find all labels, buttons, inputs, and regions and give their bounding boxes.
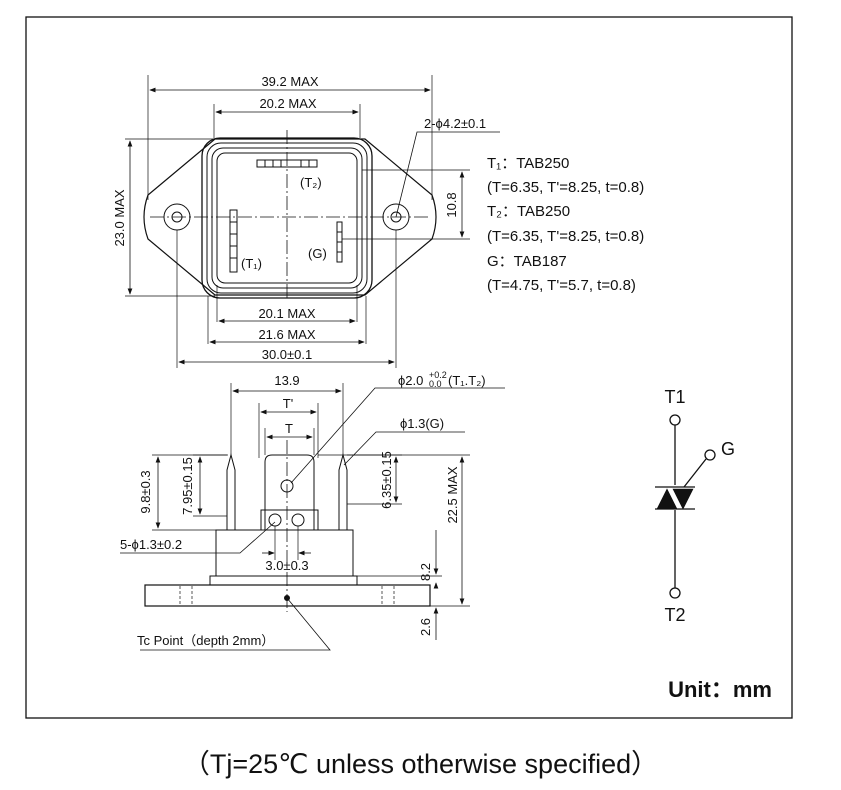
dim-tprime: T' — [283, 396, 293, 411]
dim-hole-offset: 10.8 — [444, 192, 459, 217]
terminal-t2-side — [264, 454, 315, 530]
label-g: (G) — [308, 246, 327, 261]
dim-hole-main-tol-minus: 0.0 — [429, 379, 442, 389]
dim-inner-width: 20.1 MAX — [258, 306, 315, 321]
dim-side-635: 6.35±0.15 — [379, 451, 394, 509]
label-t1: (T₁) — [241, 256, 262, 271]
terminal-hole-left — [268, 513, 282, 527]
symbol-t2-label: T2 — [664, 605, 685, 625]
unit-label: Unit：mm — [668, 677, 772, 702]
dim-hole-main-terms: (T₁.T₂) — [448, 373, 486, 388]
symbol-g-label: G — [721, 439, 735, 459]
terminal-t1-side — [226, 453, 236, 530]
terminal-g-side — [338, 453, 348, 530]
condition-note: （Tj=25℃ unless otherwise specified） — [182, 749, 659, 779]
dim-pitch3: 3.0±0.3 — [265, 558, 308, 573]
dim-hole-main-prefix: ϕ2.0 — [398, 373, 423, 388]
dim-hole-pitch: 30.0±0.1 — [262, 347, 313, 362]
symbol-t1-terminal — [669, 414, 681, 426]
dim-overall-height: 23.0 MAX — [112, 189, 127, 246]
dim-side-26: 2.6 — [418, 618, 433, 636]
spec-line-4: (T=6.35, T'=8.25, t=0.8) — [487, 228, 644, 245]
terminal-t2-top — [256, 159, 318, 168]
body-lower — [209, 575, 358, 586]
dim-top-width: 20.2 MAX — [259, 96, 316, 111]
dim-tc-point: Tc Point（depth 2mm） — [137, 633, 274, 648]
dim-side-225: 22.5 MAX — [445, 466, 460, 523]
dim-t: T — [285, 421, 293, 436]
dim-holes5: 5-ϕ1.3±0.2 — [120, 537, 182, 552]
dim-base-width: 21.6 MAX — [258, 327, 315, 342]
top-view — [125, 75, 500, 368]
symbol-t2-terminal — [669, 587, 681, 599]
triac-symbol — [655, 414, 716, 599]
spec-line-5: G：TAB187 — [487, 253, 567, 270]
drawing-frame — [25, 16, 793, 719]
dim-overall-width: 39.2 MAX — [261, 74, 318, 89]
dim-side-98: 9.8±0.3 — [138, 470, 153, 513]
terminal-hole-right — [291, 513, 305, 527]
dim-terminal-span: 13.9 — [274, 373, 299, 388]
spec-line-1: T₁：TAB250 — [487, 155, 569, 172]
dim-hole-spec: 2-ϕ4.2±0.1 — [424, 116, 486, 131]
terminal-t1-top — [229, 209, 238, 273]
dim-side-795: 7.95±0.15 — [180, 457, 195, 515]
symbol-t1-label: T1 — [664, 387, 685, 407]
spec-line-3: T₂：TAB250 — [487, 203, 570, 220]
symbol-gate-terminal — [704, 449, 716, 461]
label-t2: (T₂) — [300, 175, 322, 190]
side-view — [120, 383, 505, 651]
spec-line-2: (T=6.35, T'=8.25, t=0.8) — [487, 179, 644, 196]
dim-side-82: 8.2 — [418, 563, 433, 581]
dim-hole-main-tol-plus: +0.2 — [429, 370, 447, 380]
dim-hole-gate: ϕ1.3(G) — [400, 416, 444, 431]
spec-line-6: (T=4.75, T'=5.7, t=0.8) — [487, 277, 636, 294]
